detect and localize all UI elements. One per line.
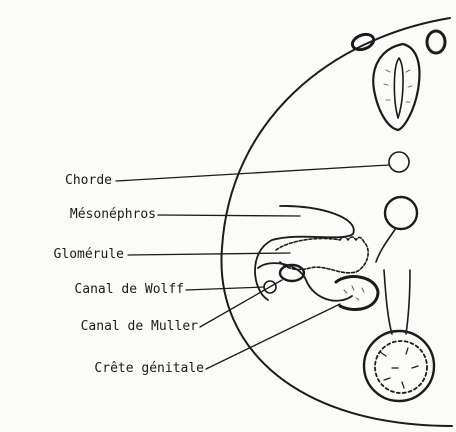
leader-glomerule	[128, 253, 290, 255]
leader-canal-muller	[200, 280, 282, 327]
label-glomerule: Glomérule	[0, 247, 124, 263]
neural-tube-texture	[384, 70, 412, 102]
gut-inner	[375, 341, 427, 393]
gonad-ridge	[336, 277, 378, 310]
mesentery	[384, 270, 410, 334]
label-chorde: Chorde	[0, 173, 112, 189]
somite-right	[427, 31, 445, 53]
gut-villi	[380, 348, 418, 388]
label-mesonephros: Mésonéphros	[0, 207, 156, 223]
leader-mesonephros	[158, 215, 300, 216]
aorta-circle	[385, 197, 417, 229]
leader-chorde	[116, 165, 389, 181]
somite-left	[350, 32, 375, 53]
neural-tube	[373, 44, 419, 130]
leader-lines	[116, 165, 389, 369]
leader-crete-genitale	[206, 304, 340, 369]
glomerule-tuft	[276, 237, 368, 273]
label-canal-muller: Canal de Muller	[0, 319, 198, 335]
label-canal-wolff: Canal de Wolff	[0, 282, 184, 298]
chorde-circle	[389, 152, 409, 172]
body-wall-outline	[221, 18, 452, 426]
label-crete-genitale: Crête génitale	[0, 361, 204, 377]
vessel-stalk	[376, 228, 396, 262]
neural-canal	[394, 58, 403, 118]
